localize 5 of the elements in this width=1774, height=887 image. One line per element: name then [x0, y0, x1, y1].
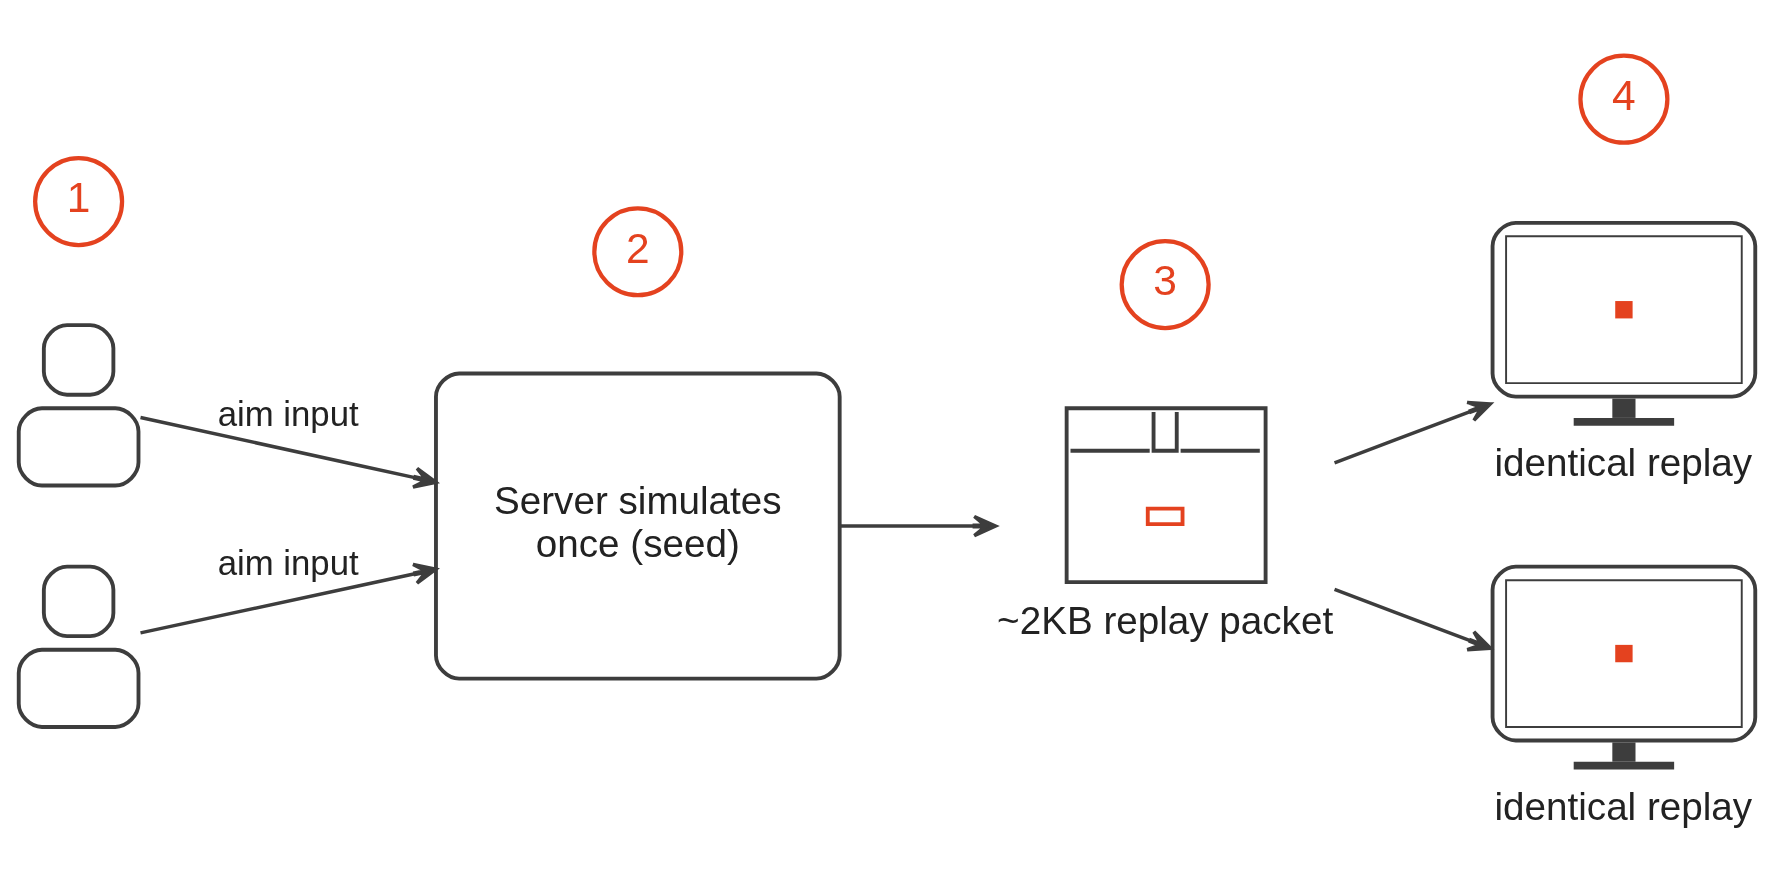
node-label: ~2KB replay packet [997, 599, 1334, 643]
edge-label: aim input [217, 544, 359, 583]
node-label: identical replay [1494, 440, 1753, 484]
edge-label: aim input [217, 395, 359, 434]
node-label: identical replay [1494, 784, 1753, 828]
